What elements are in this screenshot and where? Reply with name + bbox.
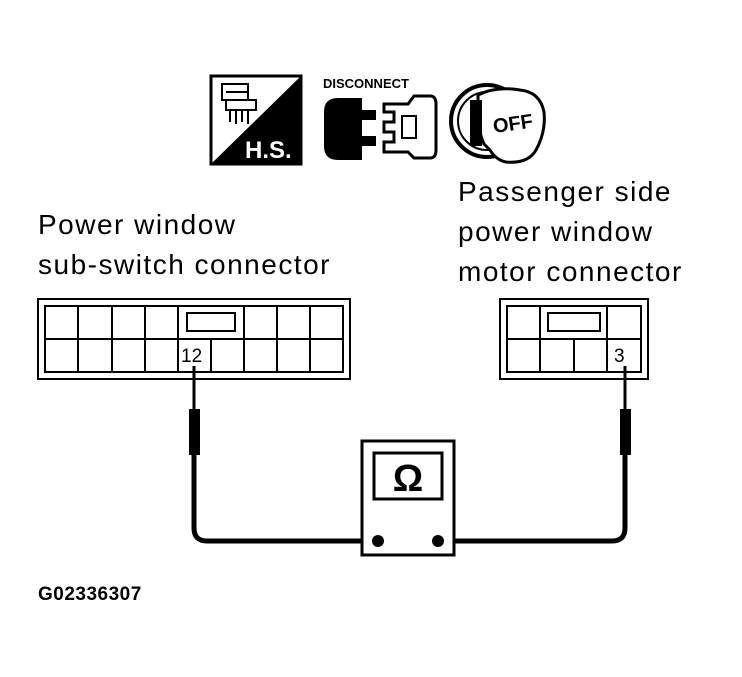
left-connector-label-line2: sub-switch connector [38, 249, 331, 280]
hs-label: H.S. [245, 137, 292, 164]
left-connector: 12 [37, 298, 351, 380]
left-terminal-number: 12 [181, 346, 202, 367]
ohmmeter-icon: Ω [360, 439, 456, 557]
right-connector-label-line1: Passenger side [458, 176, 672, 207]
right-connector-label-line3: motor connector [458, 256, 683, 287]
left-probe-lead [189, 366, 378, 544]
ohm-symbol: Ω [393, 458, 423, 500]
connector-disconnect-icon: DISCONNECT [323, 76, 438, 160]
right-connector-label-line2: power window [458, 216, 653, 247]
harness-sub-assembly-icon: H.S. [209, 74, 303, 166]
right-terminal-number: 3 [614, 346, 625, 367]
disconnect-label: DISCONNECT [323, 76, 409, 91]
ignition-key-off-icon: OFF [449, 83, 546, 164]
left-connector-label-line1: Power window [38, 209, 237, 240]
right-probe-lead [438, 366, 631, 544]
right-connector: 3 [499, 298, 649, 380]
figure-code: G02336307 [38, 584, 142, 605]
